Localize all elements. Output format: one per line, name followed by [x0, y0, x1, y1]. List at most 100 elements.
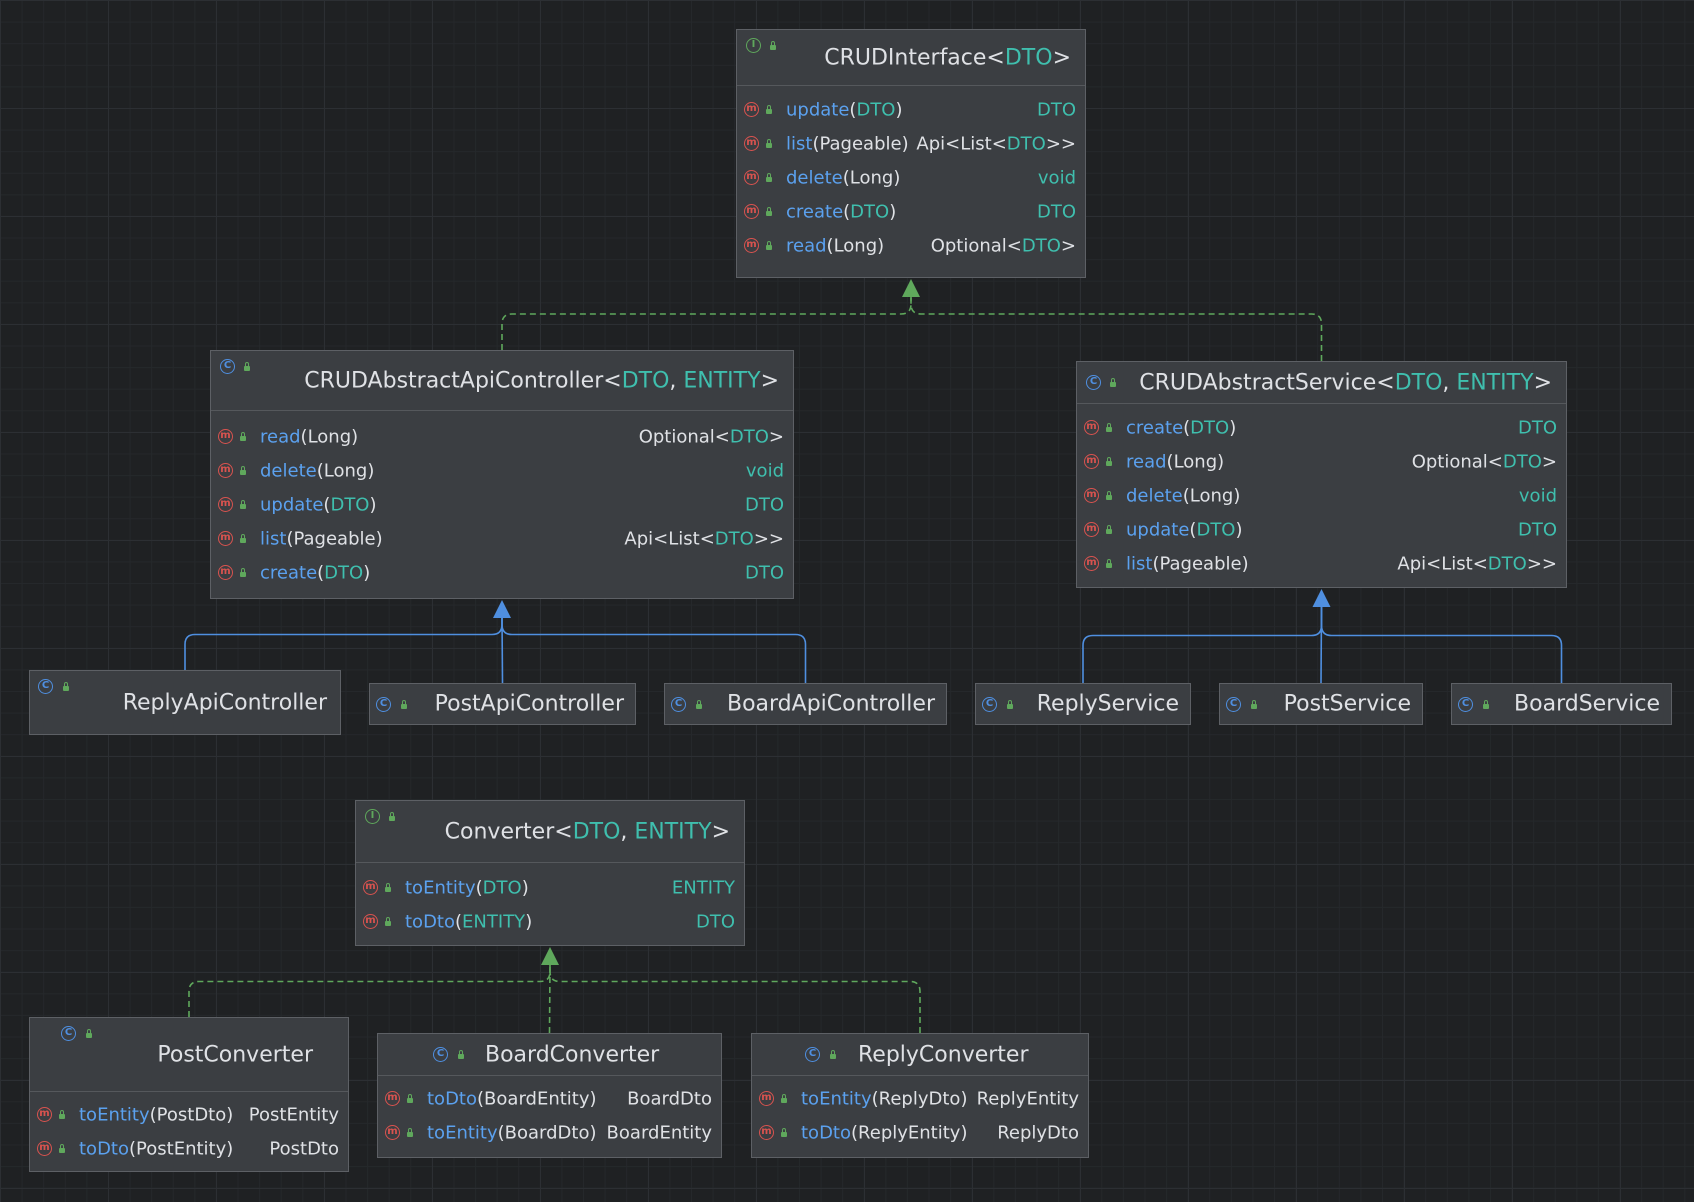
return-type-part: >> — [753, 528, 784, 550]
method-param: ENTITY — [462, 911, 526, 933]
node-title: ReplyApiController — [122, 690, 327, 715]
method-row[interactable]: m toEntity(DTO) ENTITY — [356, 871, 744, 905]
method-return-type: PostEntity — [249, 1105, 339, 1126]
node-reply-api-controller[interactable]: C ReplyApiController — [29, 670, 341, 735]
node-reply-service[interactable]: C ReplyService — [975, 683, 1191, 725]
method-param: Long — [833, 235, 878, 257]
method-return-type: Optional<DTO> — [1412, 452, 1557, 473]
public-lock-icon — [696, 700, 702, 709]
method-icon: m — [218, 429, 233, 444]
return-type-part: DTO — [744, 494, 784, 516]
arrowhead-converter — [541, 947, 559, 965]
return-type-part: PostEntity — [248, 1104, 339, 1126]
public-lock-icon — [240, 500, 246, 509]
node-post-service[interactable]: C PostService — [1219, 683, 1423, 725]
method-icon: m — [759, 1091, 774, 1106]
public-lock-icon — [1106, 525, 1112, 534]
edge-implements-reply_converter — [549, 964, 921, 1033]
method-signature: toEntity(DTO) — [405, 878, 529, 899]
method-signature: toDto(ReplyEntity) — [801, 1123, 967, 1144]
paren: ( — [497, 1122, 505, 1144]
method-return-type: DTO — [1518, 418, 1557, 439]
method-return-type: Optional<DTO> — [931, 236, 1076, 257]
paren: ) — [589, 1122, 597, 1144]
method-signature: read(Long) — [786, 236, 884, 257]
method-param: DTO — [1190, 417, 1230, 439]
paren: ( — [316, 460, 324, 482]
method-name: list — [786, 133, 813, 155]
method-return-type: DTO — [1518, 520, 1557, 541]
paren: ( — [300, 426, 308, 448]
return-type-part: >> — [1045, 133, 1076, 155]
method-icon: m — [385, 1091, 400, 1106]
method-return-type: void — [746, 461, 784, 482]
method-name: toDto — [405, 911, 456, 933]
return-type-part: DTO — [744, 562, 784, 584]
method-return-type: BoardEntity — [607, 1123, 712, 1144]
method-return-type: ENTITY — [672, 878, 735, 899]
method-return-type: PostDto — [269, 1139, 339, 1160]
node-crud-abstract-api-controller[interactable]: C CRUDAbstractApiController<DTO, ENTITY>… — [210, 350, 794, 599]
return-type-part: Api<List< — [916, 133, 1007, 155]
method-row[interactable]: m toEntity(ReplyDto) ReplyEntity — [752, 1082, 1088, 1116]
return-type-part: DTO — [729, 426, 769, 448]
method-return-type: BoardDto — [627, 1089, 712, 1110]
node-board-service[interactable]: C BoardService — [1451, 683, 1672, 725]
method-param: Pageable — [293, 528, 376, 550]
paren: ) — [1241, 553, 1249, 575]
public-lock-icon — [1007, 700, 1013, 709]
public-lock-icon — [766, 241, 772, 250]
method-icon: m — [218, 565, 233, 580]
method-signature: toDto(PostEntity) — [79, 1139, 233, 1160]
method-param: DTO — [850, 201, 890, 223]
method-return-type: ReplyEntity — [977, 1089, 1079, 1110]
public-lock-icon — [389, 812, 395, 821]
method-icon: m — [1084, 488, 1099, 503]
method-signature: read(Long) — [260, 427, 358, 448]
return-type-part: Api<List< — [624, 528, 715, 550]
method-signature: toEntity(ReplyDto) — [801, 1089, 967, 1110]
paren: ) — [1217, 451, 1225, 473]
method-icon: m — [363, 880, 378, 895]
paren: ( — [477, 1088, 485, 1110]
node-post-api-controller[interactable]: C PostApiController — [369, 683, 636, 725]
method-param: ReplyEntity — [858, 1122, 961, 1144]
return-type-part: DTO — [1036, 201, 1076, 223]
return-type-part: DTO — [1021, 235, 1061, 257]
public-lock-icon — [781, 1094, 787, 1103]
method-name: read — [1126, 451, 1167, 473]
return-type-part: void — [1037, 167, 1076, 189]
public-lock-icon — [781, 1128, 787, 1137]
node-board-api-controller[interactable]: C BoardApiController — [664, 683, 947, 725]
paren: ( — [475, 877, 483, 899]
method-signature: delete(Long) — [1126, 486, 1240, 507]
public-lock-icon — [240, 568, 246, 577]
